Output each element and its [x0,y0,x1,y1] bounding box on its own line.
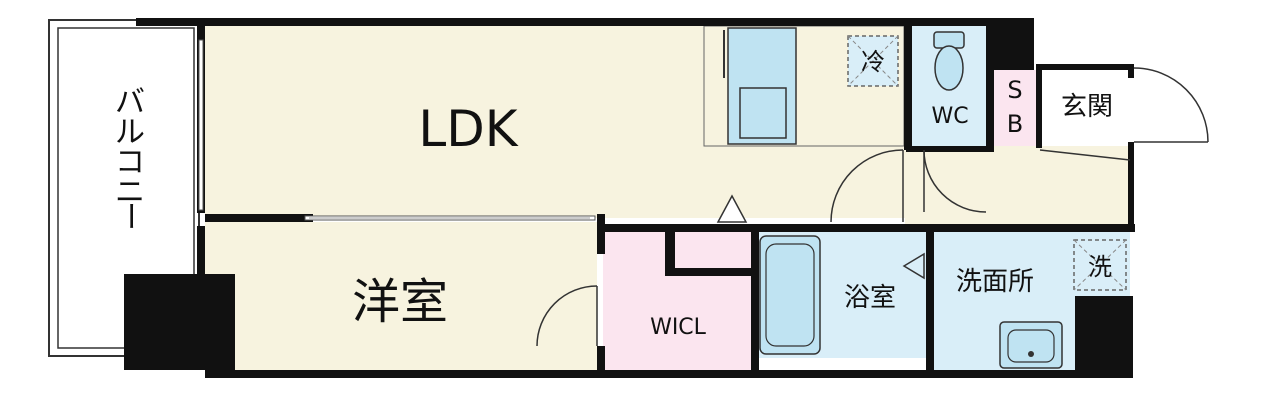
entrance-floor [1040,70,1132,146]
western-room-floor [205,222,597,370]
toilet-fixture [933,31,965,91]
washroom-label: 洗面所 [956,267,1034,297]
bathtub [759,235,821,355]
washer-space [1073,239,1127,291]
fridge-space [847,35,899,87]
toilet-label: WC [931,104,968,129]
shoe-box-label-b: B [1007,110,1023,138]
ldk-label: LDK [418,100,518,158]
western-room-label: 洋室 [352,274,448,330]
door-swings [536,67,1209,347]
sliding-doors [198,39,596,221]
balcony-char: ル [115,115,145,150]
washbasin [999,321,1063,369]
entrance-label: 玄関 [1061,92,1113,122]
balcony-char: バ [115,85,145,120]
bathroom-label: 浴室 [844,283,896,313]
balcony-char: コ [115,145,145,180]
balcony-label: バ ル コ ニ ー [112,85,147,231]
balcony-char: ー [112,201,147,231]
shoe-box-label-s: S [1007,76,1022,104]
wicl-label: WICL [650,315,707,340]
ldk-floor [205,26,907,218]
washer-label: 洗 [1088,253,1112,281]
wicl-floor [603,232,751,370]
shoe-box-floor [994,70,1036,146]
fridge-label: 冷 [861,48,885,76]
balcony-char: ニ [115,175,145,210]
entry-marker [716,194,748,223]
hallway-floor [905,146,1133,224]
